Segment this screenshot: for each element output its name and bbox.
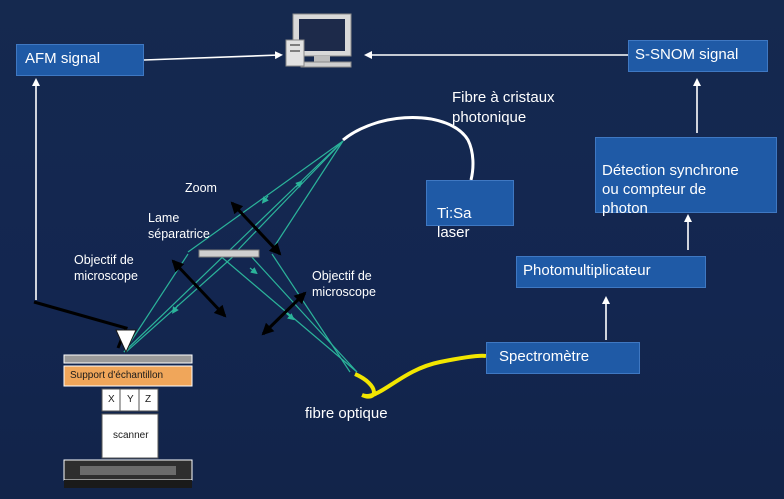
lame-separatrice-label: Lame séparatrice xyxy=(148,211,210,241)
objectif-left-label: Objectif de microscope xyxy=(74,253,138,283)
ssnom-signal-box: S-SNOM signal xyxy=(628,40,768,72)
ssnom-signal-label: S-SNOM signal xyxy=(635,46,739,63)
spectrometre-label: Spectromètre xyxy=(499,348,590,365)
support-echantillon-label: Support d'échantillon xyxy=(70,370,164,381)
sample-stage xyxy=(63,354,193,488)
objectif-right-label: Objectif de microscope xyxy=(312,269,376,299)
beam-splitter xyxy=(198,249,260,258)
laser-box: Ti:Sa laser xyxy=(426,180,514,241)
computer-icon xyxy=(285,13,352,68)
afm-signal-box: AFM signal xyxy=(16,44,144,76)
axis-x-label: X xyxy=(108,394,115,405)
detection-box: Détection synchrone ou compteur de photo… xyxy=(595,137,777,217)
photomultiplicateur-box: Photomultiplicateur xyxy=(516,256,706,288)
afm-signal-label: AFM signal xyxy=(25,50,101,67)
fibre-cristaux-label: Fibre à cristaux photonique xyxy=(452,89,555,126)
detection-label: Détection synchrone ou compteur de photo… xyxy=(602,162,739,217)
scanner-label: scanner xyxy=(113,430,149,441)
axis-z-label: Z xyxy=(145,394,152,405)
photomultiplicateur-label: Photomultiplicateur xyxy=(523,262,651,279)
fibre-optique-label: fibre optique xyxy=(305,405,388,422)
axis-y-label: Y xyxy=(127,394,134,405)
zoom-label: Zoom xyxy=(185,181,217,195)
laser-label: Ti:Sa laser xyxy=(437,205,472,241)
spectrometre-box: Spectromètre xyxy=(486,342,640,374)
